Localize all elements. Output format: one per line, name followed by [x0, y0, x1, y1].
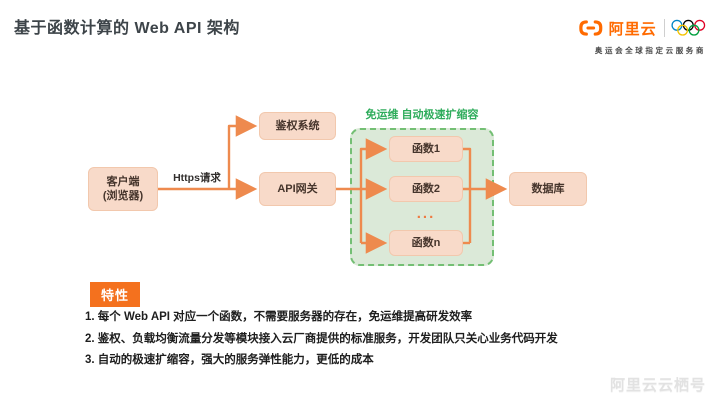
watermark: 阿里云云栖号 [609, 377, 706, 394]
node-client-line2: (浏览器) [102, 190, 144, 202]
page-title: 基于函数计算的 Web API 架构 [14, 20, 240, 37]
functions-ellipsis: ... [416, 205, 436, 222]
node-auth-system: 鉴权系统 [259, 112, 336, 140]
node-client-line1: 客户端 [106, 175, 140, 188]
node-function-n: 函数n [389, 230, 463, 256]
node-api-gateway: API网关 [259, 172, 336, 206]
features-list: 1. 每个 Web API 对应一个函数，不需要服务器的存在，免运维提高研发效率… [85, 307, 645, 372]
node-function-1: 函数1 [389, 136, 463, 162]
brand-name: 阿里云 [608, 20, 657, 38]
logo-subtitle: 奥运会全球指定云服务商 [594, 46, 706, 55]
https-request-label: Https请求 [173, 172, 221, 184]
features-badge: 特性 [90, 282, 141, 307]
node-function-2: 函数2 [389, 176, 463, 202]
feature-item-3: 3. 自动的极速扩缩容，强大的服务弹性能力，更低的成本 [85, 354, 374, 366]
logo-row: 阿里云 [578, 16, 706, 40]
olympic-rings-icon [671, 19, 706, 36]
scaling-group-label: 免运维 自动极速扩缩容 [365, 109, 479, 121]
feature-item-2: 2. 鉴权、负载均衡流量分发等模块接入云厂商提供的标准服务，开发团队只关心业务代… [85, 332, 558, 345]
header-logo: 阿里云 奥运会全球指定云服务商 [578, 16, 706, 56]
node-client: 客户端 (浏览器) [88, 167, 158, 211]
logo-divider [663, 19, 665, 37]
node-database: 数据库 [509, 172, 587, 206]
feature-item-1: 1. 每个 Web API 对应一个函数，不需要服务器的存在，免运维提高研发效率 [85, 311, 473, 323]
alibaba-cloud-logo-icon [579, 20, 603, 36]
